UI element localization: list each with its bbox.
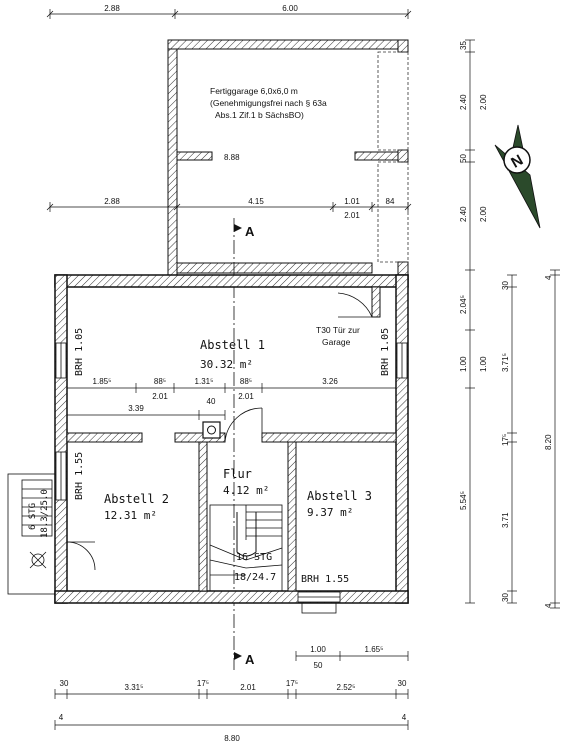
garage-label-1: Fertiggarage 6,0x6,0 m [210, 86, 298, 96]
bottom-dim-7: 30 [398, 679, 407, 688]
right-col1-b: 2.40 [459, 94, 468, 110]
right-col3-d: 17⁵ [501, 434, 510, 446]
room-abstell2-area: 12.31 m² [104, 509, 157, 522]
windows [55, 342, 408, 614]
section-marker-top: A [234, 224, 255, 239]
brh-bottom-right: BRH 1.55 [301, 574, 349, 585]
right-col3-c: 1.00 [479, 356, 488, 372]
right-dimension-lines [465, 39, 560, 609]
brh-left-bottom: BRH 1.55 [74, 452, 85, 500]
top-dim-1: 2.88 [104, 4, 120, 13]
right-col2-a: 2.04⁵ [459, 295, 468, 314]
bottom-dim-8: 4 [59, 713, 64, 722]
inner-dimension-lines [66, 383, 397, 420]
right-col2-c: 5.54⁵ [459, 491, 468, 510]
right-col1-c: 50 [459, 154, 468, 163]
right-col1-a: 35 [459, 41, 468, 50]
room-abstell1-area: 30.32 m² [200, 358, 253, 371]
exterior-stair [7, 473, 56, 595]
bottom-dim-1: 30 [60, 679, 69, 688]
lower-right-dimension-line [295, 651, 409, 661]
garage-label-3: Abs.1 Zif.1 b SächsBO) [215, 110, 304, 120]
garage-dim-888: 8.88 [224, 153, 240, 162]
lr-dim-a: 1.00 [310, 645, 326, 654]
room-flur-area: 4.12 m² [223, 484, 269, 497]
right-col3-e: 3.71 [501, 512, 510, 528]
mid-dim-1: 2.88 [104, 197, 120, 206]
right-col1-d: 2.40 [459, 206, 468, 222]
right-col3-a: 30 [501, 281, 510, 290]
right-col2-b: 1.00 [459, 356, 468, 372]
bottom-dim-6: 2.52⁵ [337, 683, 356, 692]
inner-dim-h: 3.39 [128, 404, 144, 413]
door-swings [66, 292, 373, 571]
ext-stair-ratio: 18.3/25.0 [40, 489, 50, 538]
bottom-dimension-lines [54, 689, 409, 730]
mid-dimension-line [46, 202, 412, 212]
inner-dim-a: 1.85⁵ [93, 377, 112, 386]
main-stair-steps: 16 STG [236, 552, 272, 563]
door-note-1: T30 Tür zur [316, 325, 360, 335]
right-col3-f: 30 [501, 593, 510, 602]
mid-dim-4: 84 [386, 197, 395, 206]
room-abstell2-name: Abstell 2 [104, 492, 169, 506]
ext-stair-steps: 6 STG [28, 503, 38, 530]
garage-label-2: (Genehmigungsfrei nach § 63a [210, 98, 327, 108]
lr-dim-b: 1.65⁵ [365, 645, 384, 654]
room-abstell3-area: 9.37 m² [307, 506, 353, 519]
inner-dim-d: 88⁵ [240, 377, 252, 386]
right-col4-b: 8.20 [544, 434, 553, 450]
bottom-dim-5: 17⁵ [286, 679, 298, 688]
bottom-dim-3: 17⁵ [197, 679, 209, 688]
inner-dim-f: 2.01 [152, 392, 168, 401]
bottom-dim-9: 8.80 [224, 734, 240, 743]
section-marker-bottom: A [234, 652, 255, 667]
svg-text:A: A [245, 224, 255, 239]
main-stair [209, 504, 283, 592]
right-col3-b: 3.71⁵ [501, 353, 510, 372]
room-abstell1-name: Abstell 1 [200, 338, 265, 352]
top-dim-2: 6.00 [282, 4, 298, 13]
right-col4-a: 4 [544, 275, 553, 280]
bottom-dim-2: 3.31⁵ [125, 683, 144, 692]
right-col1-sub-a: 2.00 [479, 94, 488, 110]
compass-north-arrow-icon: N [494, 124, 541, 229]
brh-left-top: BRH 1.05 [74, 328, 85, 376]
mid-dim-5: 2.01 [344, 211, 360, 220]
inner-dim-c: 1.31⁵ [195, 377, 214, 386]
room-abstell3-name: Abstell 3 [307, 489, 372, 503]
bottom-dim-4: 2.01 [240, 683, 256, 692]
garage-walls [167, 39, 409, 276]
top-dimension-line [46, 9, 412, 19]
inner-dim-g: 2.01 [238, 392, 254, 401]
mid-dim-2: 4.15 [248, 197, 264, 206]
right-col1-sub-b: 2.00 [479, 206, 488, 222]
right-col4-c: 4 [544, 603, 553, 608]
svg-text:A: A [245, 652, 255, 667]
bottom-dim-10: 4 [402, 713, 407, 722]
brh-right-top: BRH 1.05 [380, 328, 391, 376]
inner-dim-b: 88⁵ [154, 377, 166, 386]
inner-dim-i: 40 [207, 397, 216, 406]
room-flur-name: Flur [223, 467, 252, 481]
inner-dim-e: 3.26 [322, 377, 338, 386]
mid-dim-3: 1.01 [344, 197, 360, 206]
door-note-2: Garage [322, 337, 351, 347]
main-stair-ratio: 18/24.7 [234, 572, 276, 583]
lr-dim-c: 50 [314, 661, 323, 670]
